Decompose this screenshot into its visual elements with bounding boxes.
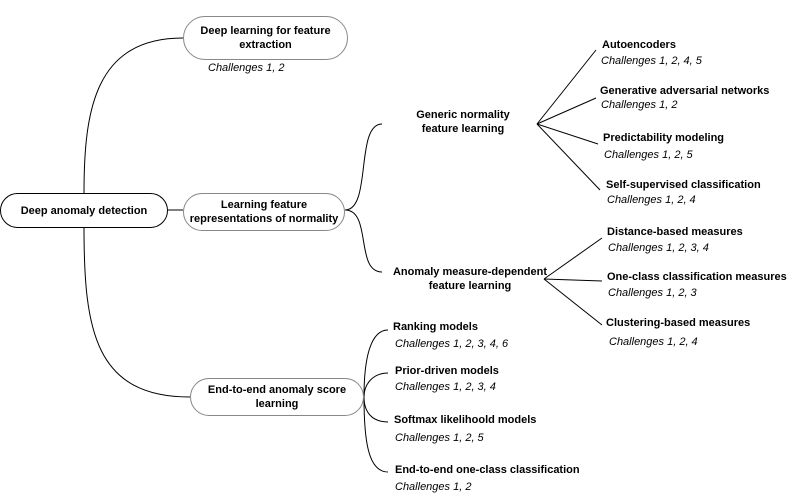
connector-e2e-ranking [363, 329, 389, 398]
connector-normality-measure [344, 209, 383, 273]
leaf-softmax-challenges: Challenges 1, 2, 5 [395, 432, 484, 444]
end-to-end-node: End-to-end anomaly score learning [190, 378, 364, 416]
leaf-selfsupervised-challenges: Challenges 1, 2, 4 [607, 194, 696, 206]
feature-extraction-challenges: Challenges 1, 2 [208, 62, 285, 74]
leaf-autoencoders: Autoencoders [602, 39, 676, 51]
leaf-clustering-challenges: Challenges 1, 2, 4 [609, 336, 698, 348]
leaf-gan: Generative adversarial networks [600, 85, 770, 97]
connector-e2e-softmax [363, 396, 389, 423]
connector-root-end-to-end [83, 227, 191, 398]
connector-generic-predictability [536, 123, 599, 145]
end-to-end-label: End-to-end anomaly score learning [207, 384, 347, 410]
leaf-gan-challenges: Challenges 1, 2 [601, 99, 678, 111]
connector-measure-distance [543, 237, 603, 280]
root-node: Deep anomaly detection [0, 193, 168, 228]
normality-node: Learning feature representations of norm… [183, 193, 345, 231]
leaf-distance: Distance-based measures [607, 226, 743, 238]
normality-label: Learning feature representations of norm… [189, 199, 339, 225]
connector-generic-autoencoders [536, 49, 597, 125]
leaf-prior-challenges: Challenges 1, 2, 3, 4 [395, 381, 496, 393]
leaf-e2e-oneclass-challenges: Challenges 1, 2 [395, 481, 472, 493]
leaf-distance-challenges: Challenges 1, 2, 3, 4 [608, 242, 709, 254]
generic-normality-label: Generic normality feature learning [416, 109, 510, 135]
leaf-autoencoders-challenges: Challenges 1, 2, 4, 5 [601, 55, 702, 67]
leaf-predictability-challenges: Challenges 1, 2, 5 [604, 149, 693, 161]
connector-generic-selfsupervised [536, 123, 601, 191]
leaf-selfsupervised: Self-supervised classification [606, 179, 761, 191]
leaf-e2e-oneclass: End-to-end one-class classification [395, 464, 580, 476]
leaf-oneclass-measures: One-class classification measures [607, 271, 787, 283]
leaf-predictability: Predictability modeling [603, 132, 725, 144]
feature-extraction-label: Deep learning for feature extraction [200, 25, 331, 51]
feature-extraction-node: Deep learning for feature extraction [183, 16, 348, 60]
leaf-softmax: Softmax likelihoold models [394, 414, 537, 426]
connector-root-feature-extraction [83, 37, 184, 194]
root-node-label: Deep anomaly detection [20, 204, 148, 217]
leaf-ranking-challenges: Challenges 1, 2, 3, 4, 6 [395, 338, 509, 350]
leaf-clustering: Clustering-based measures [606, 317, 751, 329]
measure-dependent-label: Anomaly measure-dependent feature learni… [392, 266, 548, 292]
connector-e2e-prior [363, 372, 389, 398]
connector-e2e-oneclass [363, 396, 389, 473]
connector-normality-generic [344, 123, 383, 211]
leaf-prior: Prior-driven models [395, 365, 499, 377]
connector-measure-oneclass [543, 278, 603, 282]
leaf-oneclass-measures-challenges: Challenges 1, 2, 3 [608, 287, 697, 299]
connector-measure-clustering [543, 278, 603, 326]
connector-generic-gan [536, 97, 597, 125]
leaf-ranking: Ranking models [393, 321, 478, 333]
